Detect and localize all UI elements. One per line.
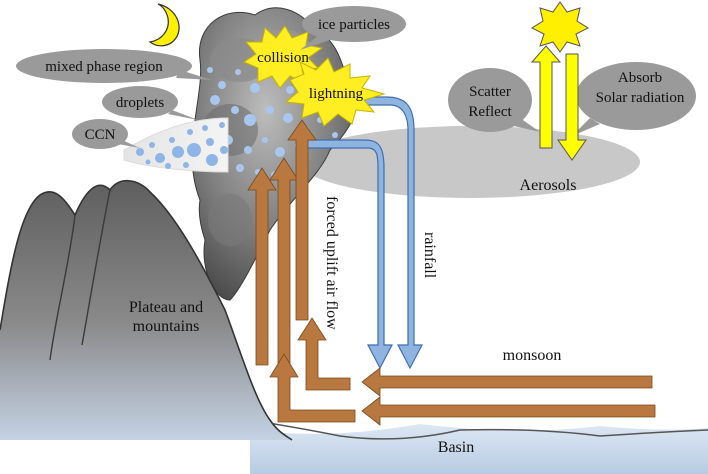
mountains-label: mountains (133, 318, 200, 335)
monsoon-label: monsoon (503, 347, 562, 364)
collision-label: collision (257, 50, 309, 66)
basin-outline (249, 419, 708, 440)
ice-particles-label: ice particles (318, 17, 390, 33)
reflect-label: Reflect (468, 104, 512, 120)
aerosol-layer (300, 126, 640, 198)
sun-star-icon (530, 1, 590, 53)
scatter-label: Scatter (469, 84, 511, 100)
droplets-label: droplets (116, 95, 164, 111)
lightning-label: lightning (309, 86, 364, 102)
solar-arrows (530, 45, 587, 161)
ccn-label: CCN (85, 127, 116, 143)
uplift-label: forced uplift air flow (323, 196, 340, 330)
absorb-label: Absorb (618, 70, 662, 86)
uplift-arrows (247, 119, 656, 426)
droplets-bubble: droplets (102, 86, 198, 120)
plateau-label: Plateau and (129, 299, 203, 316)
absorb-bubble: Absorb Solar radiation (572, 62, 696, 136)
ice-particles-bubble: ice particles (300, 6, 406, 50)
ccn-droplet-region (123, 117, 229, 173)
rainfall-label: rainfall (421, 232, 438, 279)
basin-water (250, 424, 708, 474)
mixed-phase-label: mixed phase region (45, 59, 163, 75)
basin-label: Basin (438, 439, 474, 456)
ccn-droplets (136, 122, 228, 169)
mixed-phase-bubble: mixed phase region (16, 49, 212, 83)
solar-radiation-label: Solar radiation (596, 90, 685, 106)
scatter-reflect-bubble: Scatter Reflect (448, 68, 540, 132)
aerosols-label: Aerosols (520, 177, 577, 194)
lightning-burst: lightning (284, 57, 386, 127)
mountains (0, 180, 293, 441)
crescent-moon-icon (148, 3, 180, 47)
rainfall-arrows (299, 96, 423, 370)
ccn-bubble: CCN (72, 119, 140, 149)
